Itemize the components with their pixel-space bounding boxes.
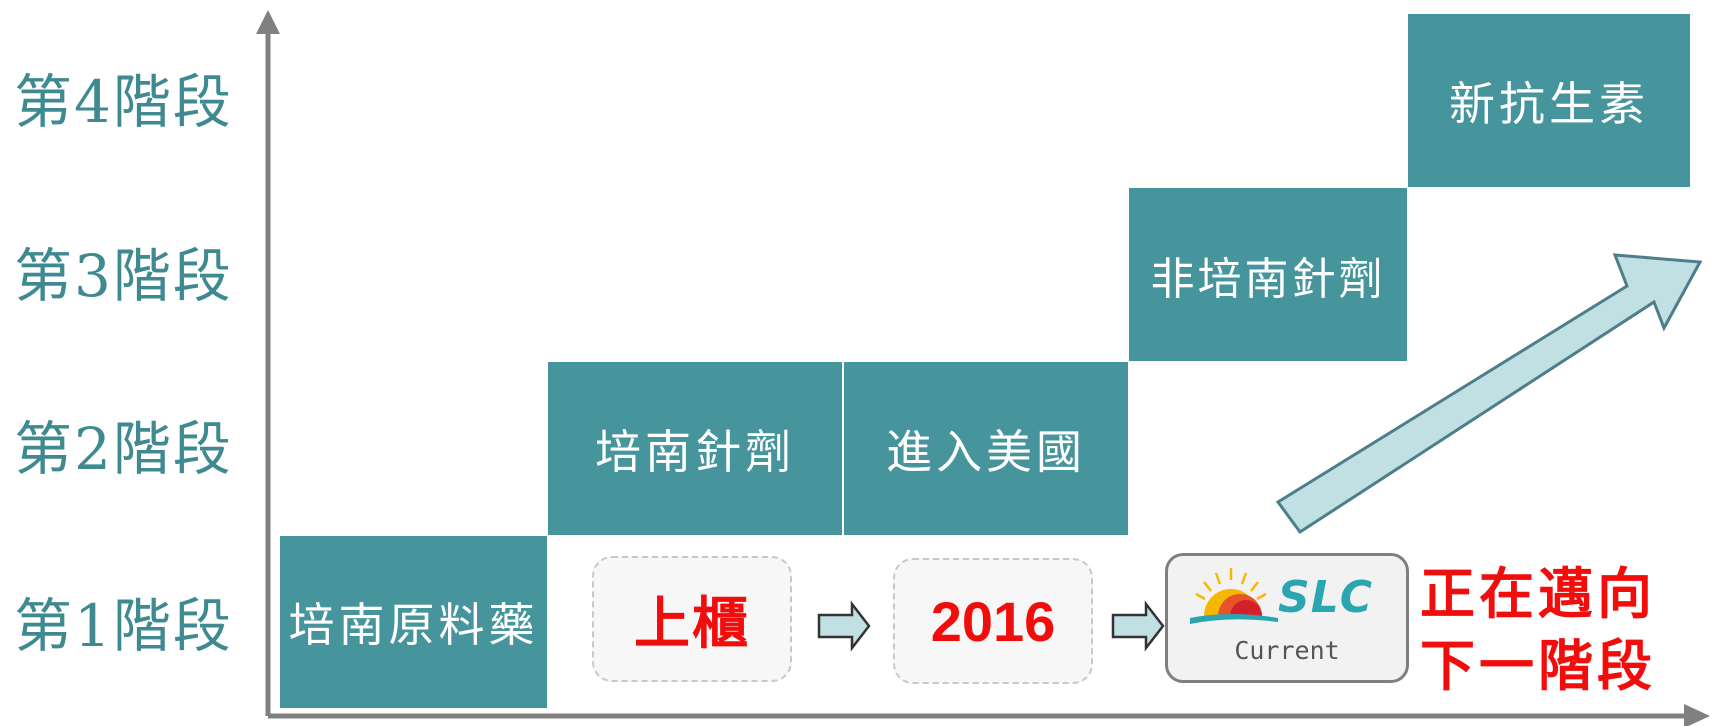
stage-label-2: 第2階段 <box>14 415 233 483</box>
stage-label-3: 第3階段 <box>14 242 233 310</box>
arrow-right-icon-1 <box>817 600 871 652</box>
x-axis-arrowhead <box>1684 704 1710 726</box>
block-new-antibiotic: 新抗生素 <box>1408 14 1690 187</box>
milestone-listing: 上櫃 <box>592 556 792 682</box>
block-us-entry: 進入美國 <box>844 362 1128 535</box>
milestone-year-text: 2016 <box>930 589 1056 653</box>
next-stage-line-2: 下一階段 <box>1420 633 1657 698</box>
current-label: Current <box>1234 636 1340 665</box>
block-injection: 培南針劑 <box>548 362 842 535</box>
block-non-penem: 非培南針劑 <box>1129 188 1407 361</box>
milestone-listing-text: 上櫃 <box>634 590 750 657</box>
stage-label-4: 第4階段 <box>14 68 233 136</box>
milestone-year: 2016 <box>893 558 1093 684</box>
current-status-box: SLC Current <box>1165 553 1409 683</box>
block-raw-material: 培南原料藥 <box>280 536 547 708</box>
next-stage-line-1: 正在邁向 <box>1420 561 1657 626</box>
sun-logo-icon <box>1190 568 1278 624</box>
stage-label-1: 第1階段 <box>14 592 233 660</box>
y-axis-arrowhead <box>256 10 280 34</box>
slc-logo-text: SLC <box>1278 572 1374 623</box>
arrow-right-icon-2 <box>1111 600 1165 652</box>
upward-arrow <box>1275 253 1703 535</box>
